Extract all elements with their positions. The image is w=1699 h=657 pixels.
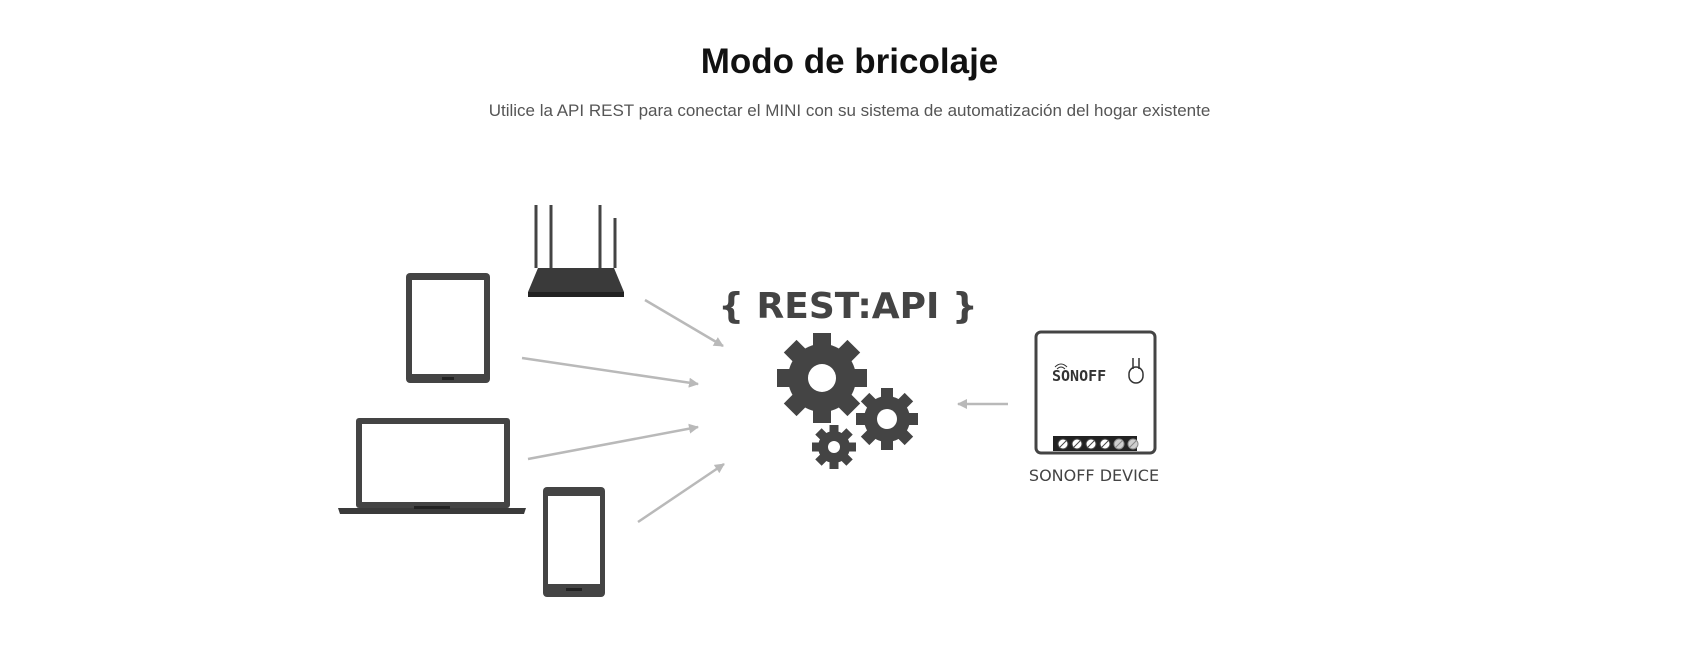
- phone-icon: [543, 487, 605, 597]
- sonoff-brand-label: SONOFF: [1052, 367, 1106, 385]
- laptop-icon: [338, 418, 526, 514]
- arrow-laptop: [527, 423, 699, 461]
- gear-icon: [777, 333, 867, 423]
- page-title: Modo de bricolaje: [700, 42, 999, 81]
- gears-icon: [777, 333, 918, 469]
- sonoff-device-icon: SONOFF: [1034, 330, 1157, 455]
- router-icon: [528, 205, 624, 297]
- terminal-screws: [1057, 438, 1139, 450]
- button-icon: [1128, 358, 1144, 384]
- arrow-router: [644, 298, 724, 348]
- gear-icon: [856, 388, 918, 450]
- tablet-icon: [406, 273, 490, 383]
- arrow-phone: [637, 462, 725, 524]
- gear-icon: [812, 425, 856, 469]
- sonoff-device-label: SONOFF DEVICE: [1029, 466, 1159, 485]
- rest-api-label: { REST:API }: [718, 286, 977, 327]
- page-subtitle: Utilice la API REST para conectar el MIN…: [488, 101, 1211, 120]
- wifi-icon: [1054, 363, 1068, 370]
- arrow-tablet: [521, 356, 699, 388]
